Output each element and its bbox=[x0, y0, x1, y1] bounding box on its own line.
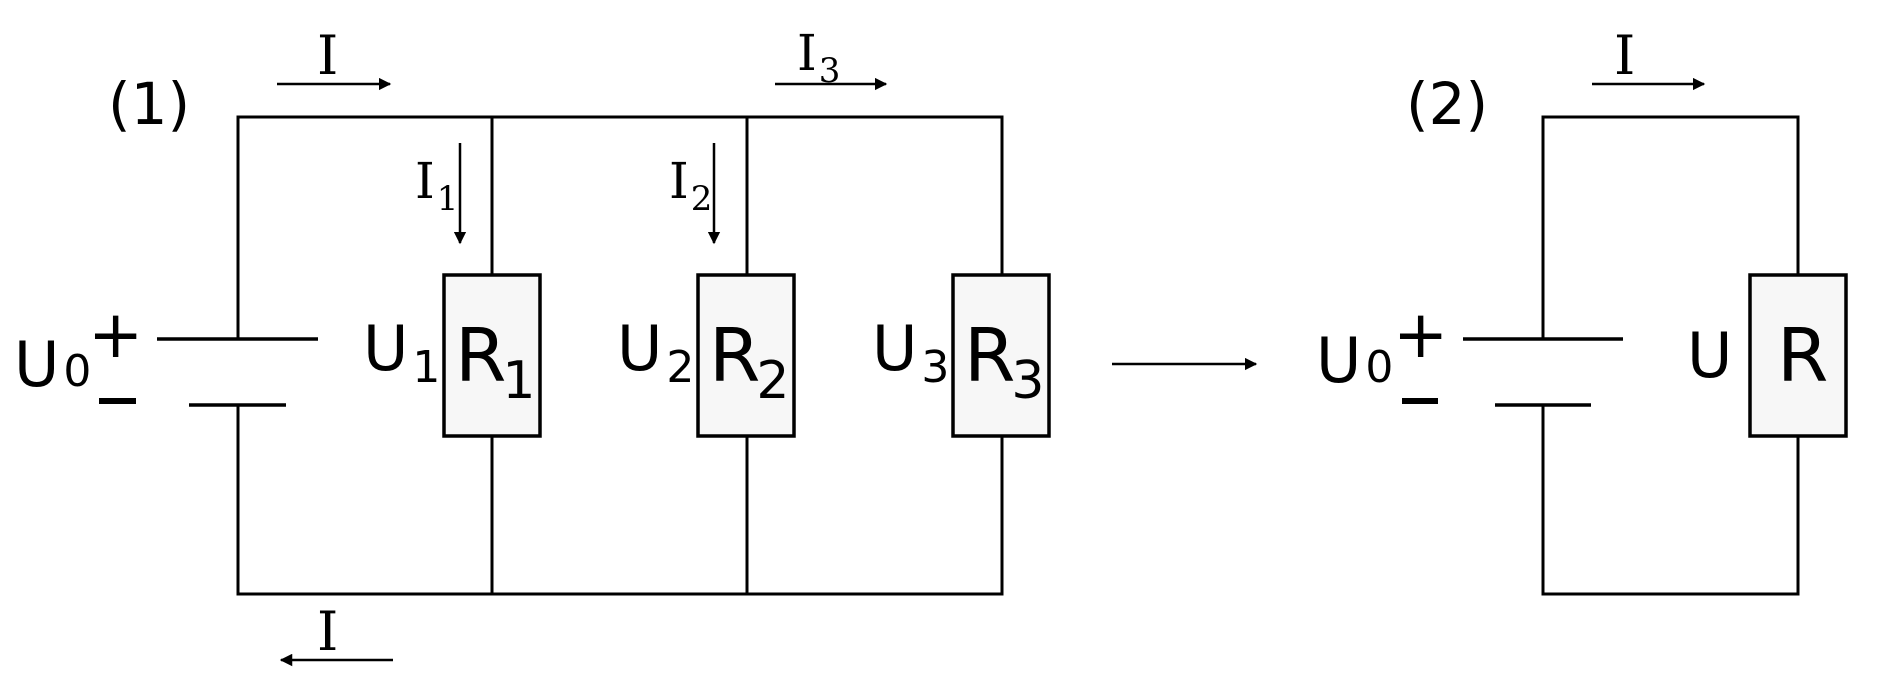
current-label: I bbox=[317, 24, 338, 87]
main-current-bottom: I bbox=[279, 600, 393, 667]
resistor-label: R3 bbox=[964, 313, 1045, 411]
current-label: I2 bbox=[669, 152, 712, 219]
resistor-r2 bbox=[696, 273, 796, 438]
minus-sign bbox=[1402, 398, 1438, 404]
minus-sign bbox=[99, 398, 136, 404]
resistor-label: R2 bbox=[709, 313, 790, 411]
voltage-label: U2 bbox=[617, 312, 694, 393]
circuit-2-wires bbox=[1541, 115, 1800, 596]
voltage-label: U3 bbox=[872, 312, 949, 393]
source-voltage-label: U0 bbox=[14, 328, 91, 401]
circuit-1: (1) + U0 I I bbox=[14, 24, 1051, 667]
current-label: I3 bbox=[797, 24, 840, 91]
current-i2: I2 bbox=[669, 143, 721, 245]
circuit-1-label: (1) bbox=[108, 70, 190, 138]
voltage-label: U1 bbox=[363, 312, 440, 393]
circuit-2: (2) + U0 I R U bbox=[1316, 24, 1848, 596]
branch-2: R2 U2 bbox=[617, 273, 796, 438]
branch-3: R3 U3 bbox=[872, 273, 1051, 438]
resistor-r3 bbox=[951, 273, 1051, 438]
circuit-1-wires bbox=[236, 115, 1004, 596]
source-voltage-label: U0 bbox=[1316, 324, 1393, 397]
voltage-source-1: + U0 bbox=[14, 296, 318, 407]
current-label: I1 bbox=[415, 152, 458, 219]
main-current: I bbox=[1592, 24, 1706, 91]
main-current-top: I bbox=[277, 24, 392, 91]
plus-sign: + bbox=[88, 296, 143, 373]
resistor-label: R bbox=[1777, 313, 1828, 399]
resistor-r1 bbox=[442, 273, 542, 438]
equivalent-resistor: R U bbox=[1687, 273, 1848, 438]
plus-sign: + bbox=[1393, 296, 1448, 373]
voltage-source-2: + U0 bbox=[1316, 296, 1623, 407]
current-i1: I1 bbox=[415, 143, 467, 245]
resistor-label: R1 bbox=[455, 313, 536, 411]
circuit-2-label: (2) bbox=[1406, 70, 1488, 138]
current-i3: I3 bbox=[775, 24, 888, 91]
current-label: I bbox=[1614, 24, 1635, 87]
current-label: I bbox=[317, 600, 338, 663]
resistor-r bbox=[1748, 273, 1848, 438]
branch-1: R1 U1 bbox=[363, 273, 542, 438]
voltage-label: U bbox=[1687, 319, 1732, 392]
